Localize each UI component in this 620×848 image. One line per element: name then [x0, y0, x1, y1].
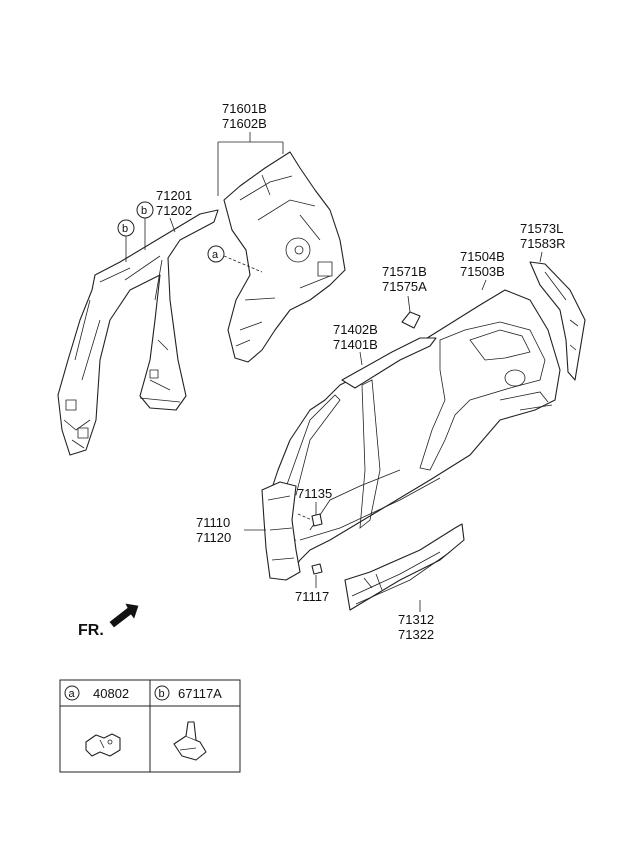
- legend-table: a 40802 b 67117A: [59, 679, 241, 773]
- front-direction-indicator: FR.: [78, 603, 139, 639]
- callout-a-diagram: a: [207, 245, 263, 273]
- callout-b-2: b: [136, 201, 154, 250]
- label-tail-1: 71573L: [520, 221, 563, 236]
- label-sill-1: 71312: [398, 612, 434, 627]
- legend-item-b-part: 67117A: [178, 686, 222, 701]
- front-pillar-reinforcement: [261, 481, 301, 581]
- body-side-outer-panel: [265, 289, 561, 579]
- label-pillar-inner-2: 71202: [156, 203, 192, 218]
- label-bracket-2: 71575A: [382, 279, 427, 294]
- label-qtr-outer-1: 71504B: [460, 249, 505, 264]
- inner-pillar-assembly: [57, 209, 219, 456]
- label-qtr-inner-2: 71602B: [222, 116, 267, 131]
- callout-b-2-text: b: [141, 205, 147, 217]
- legend-item-b: b 67117A: [154, 685, 222, 761]
- label-clip-upper: 71135: [297, 486, 332, 501]
- callout-b-1: b: [117, 219, 135, 262]
- bracket-part: [401, 295, 421, 329]
- front-label: FR.: [78, 622, 104, 639]
- callout-b-1-text: b: [122, 223, 128, 235]
- label-roof-rail-2: 71401B: [333, 337, 378, 352]
- clip-b-icon: [173, 735, 207, 761]
- clip-a-icon: [85, 733, 121, 757]
- front-arrow-icon: [109, 603, 139, 628]
- label-pillar-front-2: 71120: [196, 530, 231, 545]
- legend-item-b-key: b: [159, 688, 165, 700]
- legend-item-a-key: a: [69, 688, 76, 700]
- clip-upper-part: [297, 513, 323, 527]
- label-clip-lower: 71117: [295, 589, 329, 604]
- quarter-inner-panel: [223, 151, 346, 363]
- callout-a-diagram-text: a: [212, 249, 219, 261]
- label-sill-2: 71322: [398, 627, 434, 642]
- side-sill-panel: [344, 523, 465, 611]
- label-roof-rail-1: 71402B: [333, 322, 378, 337]
- tail-bracket-part: [529, 261, 586, 381]
- legend-item-a-part: 40802: [93, 686, 129, 701]
- clip-lower-part: [311, 563, 323, 588]
- label-pillar-front-1: 71110: [196, 515, 230, 530]
- label-tail-2: 71583R: [520, 236, 566, 251]
- label-bracket-1: 71571B: [382, 264, 427, 279]
- label-pillar-inner-1: 71201: [156, 188, 192, 203]
- label-qtr-outer-2: 71503B: [460, 264, 505, 279]
- legend-item-a: a 40802: [64, 685, 129, 757]
- label-qtr-inner-1: 71601B: [222, 101, 267, 116]
